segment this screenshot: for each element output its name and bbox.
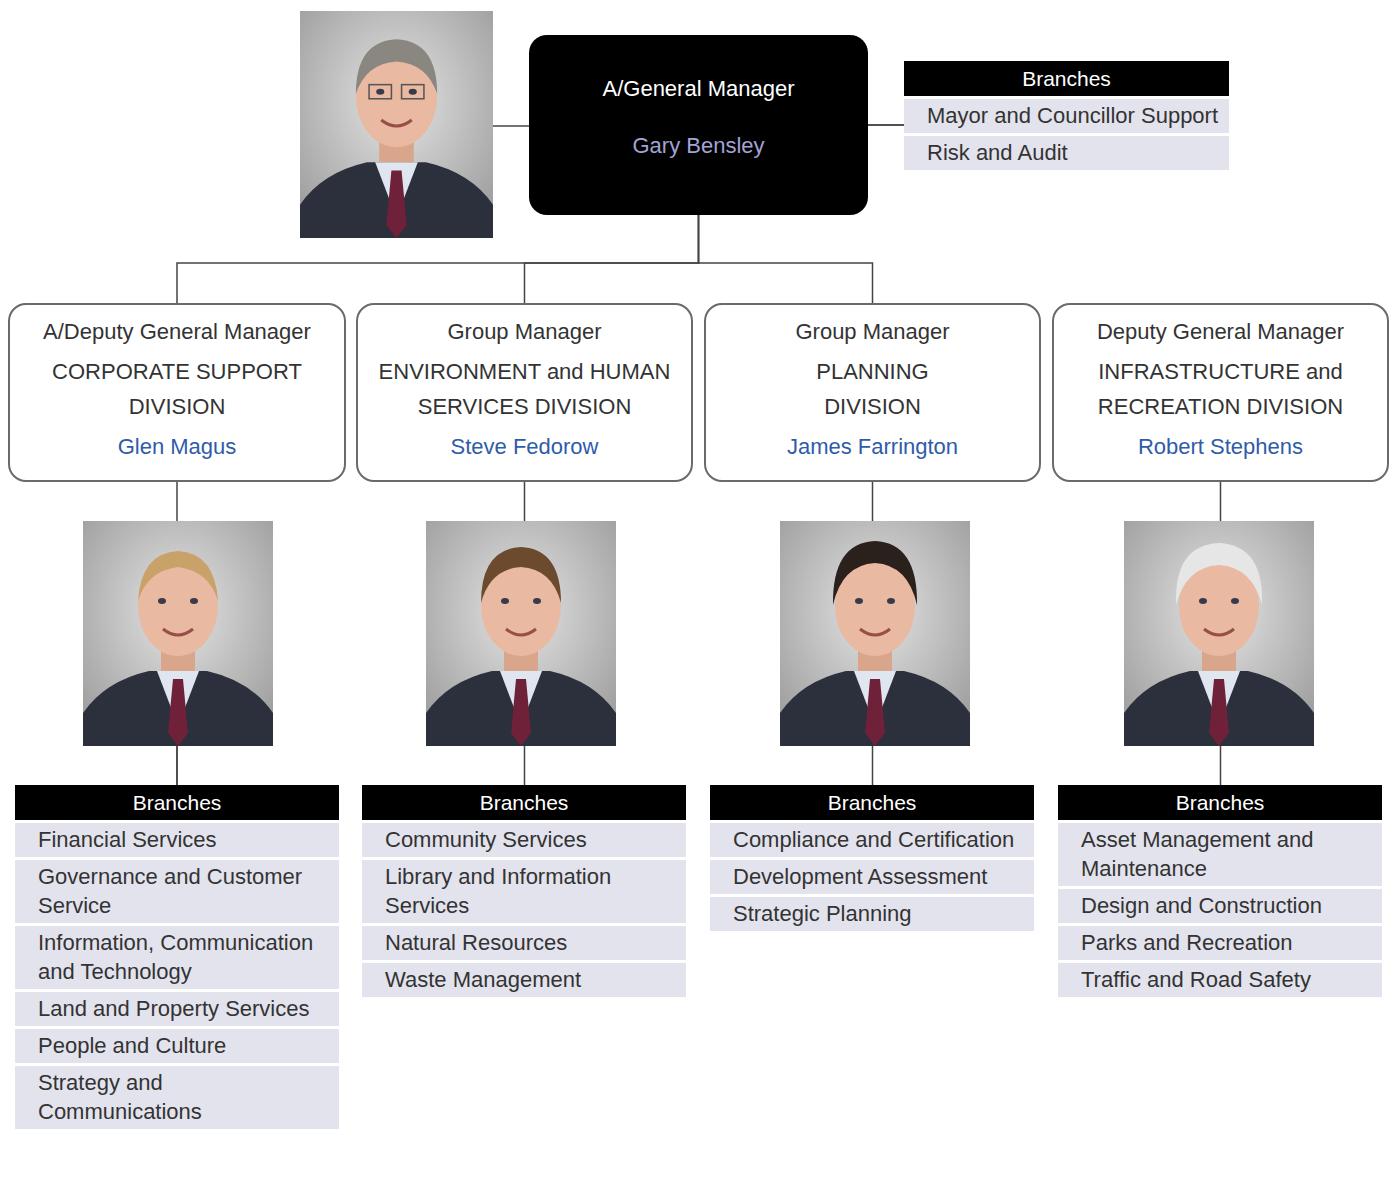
branch-item: Waste Management xyxy=(362,963,686,997)
branch-label: Library and Information Services xyxy=(385,862,678,920)
branch-item: Parks and Recreation xyxy=(1058,926,1382,960)
panel-header: Branches xyxy=(710,785,1034,820)
branch-item: Risk and Audit xyxy=(904,136,1229,170)
panel-header: Branches xyxy=(1058,785,1382,820)
branch-label: Land and Property Services xyxy=(38,994,331,1023)
branch-label: People and Culture xyxy=(38,1031,331,1060)
person-name: James Farrington xyxy=(714,432,1031,462)
branch-label: Information, Communication and Technolog… xyxy=(38,928,331,986)
person-name: Gary Bensley xyxy=(632,131,764,161)
portrait-photo xyxy=(1124,521,1314,746)
branch-item: Financial Services xyxy=(15,823,339,857)
branch-label: Asset Management and Maintenance xyxy=(1081,825,1374,883)
branch-label: Community Services xyxy=(385,825,678,854)
role-title: CORPORATE SUPPORT DIVISION xyxy=(27,354,327,424)
role-title: A/General Manager xyxy=(603,74,795,104)
branch-panel: BranchesMayor and Councillor SupportRisk… xyxy=(904,61,1229,170)
branch-label: Strategy and Communications xyxy=(38,1068,331,1126)
branch-item: Asset Management and Maintenance xyxy=(1058,823,1382,886)
role-title: ENVIRONMENT and HUMAN SERVICES DIVISION xyxy=(366,354,683,424)
manager-box: A/General ManagerGary Bensley xyxy=(529,35,868,215)
role-title: INFRASTRUCTURE and RECREATION DIVISION xyxy=(1071,354,1371,424)
role-title: Group Manager xyxy=(366,317,683,347)
division-box: Group ManagerPLANNING DIVISION James Farr… xyxy=(704,303,1041,482)
person-name: Glen Magus xyxy=(18,432,336,462)
branch-item: Land and Property Services xyxy=(15,992,339,1026)
role-title: Group Manager xyxy=(714,317,1031,347)
connector-line xyxy=(699,215,873,303)
branch-item: Traffic and Road Safety xyxy=(1058,963,1382,997)
portrait-photo xyxy=(83,521,273,746)
branch-item: Mayor and Councillor Support xyxy=(904,99,1229,133)
branch-item: People and Culture xyxy=(15,1029,339,1063)
branch-label: Development Assessment xyxy=(733,862,1026,891)
branch-item: Strategy and Communications xyxy=(15,1066,339,1129)
person-name: Steve Fedorow xyxy=(366,432,683,462)
branch-label: Compliance and Certification xyxy=(733,825,1026,854)
branch-label: Parks and Recreation xyxy=(1081,928,1374,957)
branch-label: Mayor and Councillor Support xyxy=(927,101,1221,130)
branch-panel: BranchesFinancial ServicesGovernance and… xyxy=(15,785,339,1129)
branch-item: Information, Communication and Technolog… xyxy=(15,926,339,989)
branch-item: Governance and Customer Service xyxy=(15,860,339,923)
branch-item: Development Assessment xyxy=(710,860,1034,894)
branch-label: Governance and Customer Service xyxy=(38,862,331,920)
branch-label: Waste Management xyxy=(385,965,678,994)
branch-label: Design and Construction xyxy=(1081,891,1374,920)
portrait-photo xyxy=(780,521,970,746)
branch-panel: BranchesAsset Management and Maintenance… xyxy=(1058,785,1382,997)
portrait-photo xyxy=(300,11,493,238)
role-title: A/Deputy General Manager xyxy=(18,317,336,347)
division-box: A/Deputy General ManagerCORPORATE SUPPOR… xyxy=(8,303,346,482)
branch-panel: BranchesCommunity ServicesLibrary and In… xyxy=(362,785,686,997)
branch-item: Design and Construction xyxy=(1058,889,1382,923)
branch-item: Community Services xyxy=(362,823,686,857)
branch-item: Library and Information Services xyxy=(362,860,686,923)
branch-panel: BranchesCompliance and CertificationDeve… xyxy=(710,785,1034,931)
branch-item: Compliance and Certification xyxy=(710,823,1034,857)
branch-label: Natural Resources xyxy=(385,928,678,957)
branch-label: Financial Services xyxy=(38,825,331,854)
portrait-photo xyxy=(426,521,616,746)
branch-label: Strategic Planning xyxy=(733,899,1026,928)
branch-item: Natural Resources xyxy=(362,926,686,960)
branch-label: Traffic and Road Safety xyxy=(1081,965,1374,994)
division-box: Group ManagerENVIRONMENT and HUMAN SERVI… xyxy=(356,303,693,482)
person-name: Robert Stephens xyxy=(1062,432,1379,462)
branch-label: Risk and Audit xyxy=(927,138,1221,167)
role-title: Deputy General Manager xyxy=(1062,317,1379,347)
photo-leader xyxy=(493,125,529,127)
panel-header: Branches xyxy=(904,61,1229,96)
branch-item: Strategic Planning xyxy=(710,897,1034,931)
division-box: Deputy General ManagerINFRASTRUCTURE and… xyxy=(1052,303,1389,482)
panel-header: Branches xyxy=(15,785,339,820)
role-title: PLANNING DIVISION xyxy=(798,354,948,424)
connector-line xyxy=(525,215,699,303)
panel-header: Branches xyxy=(362,785,686,820)
